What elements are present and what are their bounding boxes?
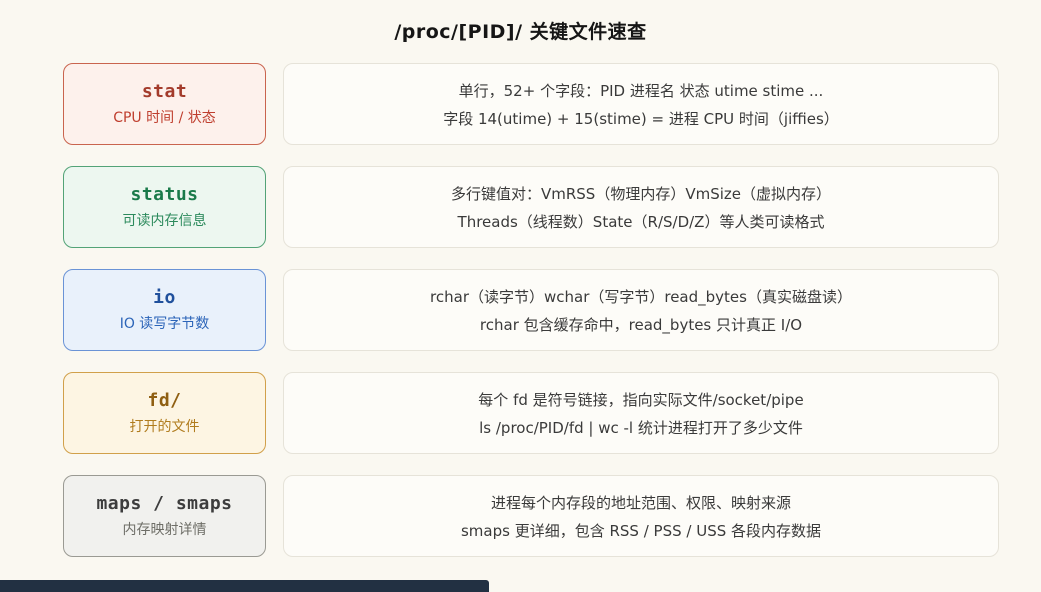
file-card-maps-smaps: maps / smaps 内存映射详情 [63,475,266,557]
file-subtitle: CPU 时间 / 状态 [113,110,216,126]
desc-line-2: smaps 更详细，包含 RSS / PSS / USS 各段内存数据 [460,521,822,540]
desc-line-2: Threads（线程数）State（R/S/D/Z）等人类可读格式 [457,212,825,231]
file-name: stat [141,81,188,102]
reference-list: stat CPU 时间 / 状态 单行，52+ 个字段：PID 进程名 状态 u… [0,44,1041,557]
file-card-status: status 可读内存信息 [63,166,266,248]
desc-card-fd: 每个 fd 是符号链接，指向实际文件/socket/pipe ls /proc/… [283,372,999,454]
desc-card-stat: 单行，52+ 个字段：PID 进程名 状态 utime stime ... 字段… [283,63,999,145]
file-name: io [153,287,176,308]
desc-card-io: rchar（读字节）wchar（写字节）read_bytes（真实磁盘读） rc… [283,269,999,351]
row-status: status 可读内存信息 多行键值对：VmRSS（物理内存）VmSize（虚拟… [63,166,999,248]
bottom-partial-bar [0,580,489,592]
file-card-stat: stat CPU 时间 / 状态 [63,63,266,145]
desc-line-1: 进程每个内存段的地址范围、权限、映射来源 [490,493,791,512]
file-subtitle: 打开的文件 [129,419,200,435]
file-card-io: io IO 读写字节数 [63,269,266,351]
desc-card-status: 多行键值对：VmRSS（物理内存）VmSize（虚拟内存） Threads（线程… [283,166,999,248]
file-card-fd: fd/ 打开的文件 [63,372,266,454]
row-fd: fd/ 打开的文件 每个 fd 是符号链接，指向实际文件/socket/pipe… [63,372,999,454]
file-name: status [130,184,199,205]
row-maps-smaps: maps / smaps 内存映射详情 进程每个内存段的地址范围、权限、映射来源… [63,475,999,557]
row-stat: stat CPU 时间 / 状态 单行，52+ 个字段：PID 进程名 状态 u… [63,63,999,145]
page-title: /proc/[PID]/ 关键文件速查 [394,21,647,43]
desc-line-2: 字段 14(utime) + 15(stime) = 进程 CPU 时间（jif… [443,109,839,128]
file-subtitle: 内存映射详情 [122,522,207,538]
row-io: io IO 读写字节数 rchar（读字节）wchar（写字节）read_byt… [63,269,999,351]
desc-line-2: ls /proc/PID/fd | wc -l 统计进程打开了多少文件 [479,418,803,437]
desc-line-1: 每个 fd 是符号链接，指向实际文件/socket/pipe [478,390,804,409]
desc-card-maps-smaps: 进程每个内存段的地址范围、权限、映射来源 smaps 更详细，包含 RSS / … [283,475,999,557]
desc-line-1: rchar（读字节）wchar（写字节）read_bytes（真实磁盘读） [430,287,852,306]
desc-line-2: rchar 包含缓存命中，read_bytes 只计真正 I/O [479,315,803,334]
desc-line-1: 单行，52+ 个字段：PID 进程名 状态 utime stime ... [458,81,824,100]
file-subtitle: IO 读写字节数 [119,316,210,332]
file-name: fd/ [147,390,182,411]
desc-line-1: 多行键值对：VmRSS（物理内存）VmSize（虚拟内存） [450,184,831,203]
file-subtitle: 可读内存信息 [122,213,207,229]
file-name: maps / smaps [96,493,233,514]
